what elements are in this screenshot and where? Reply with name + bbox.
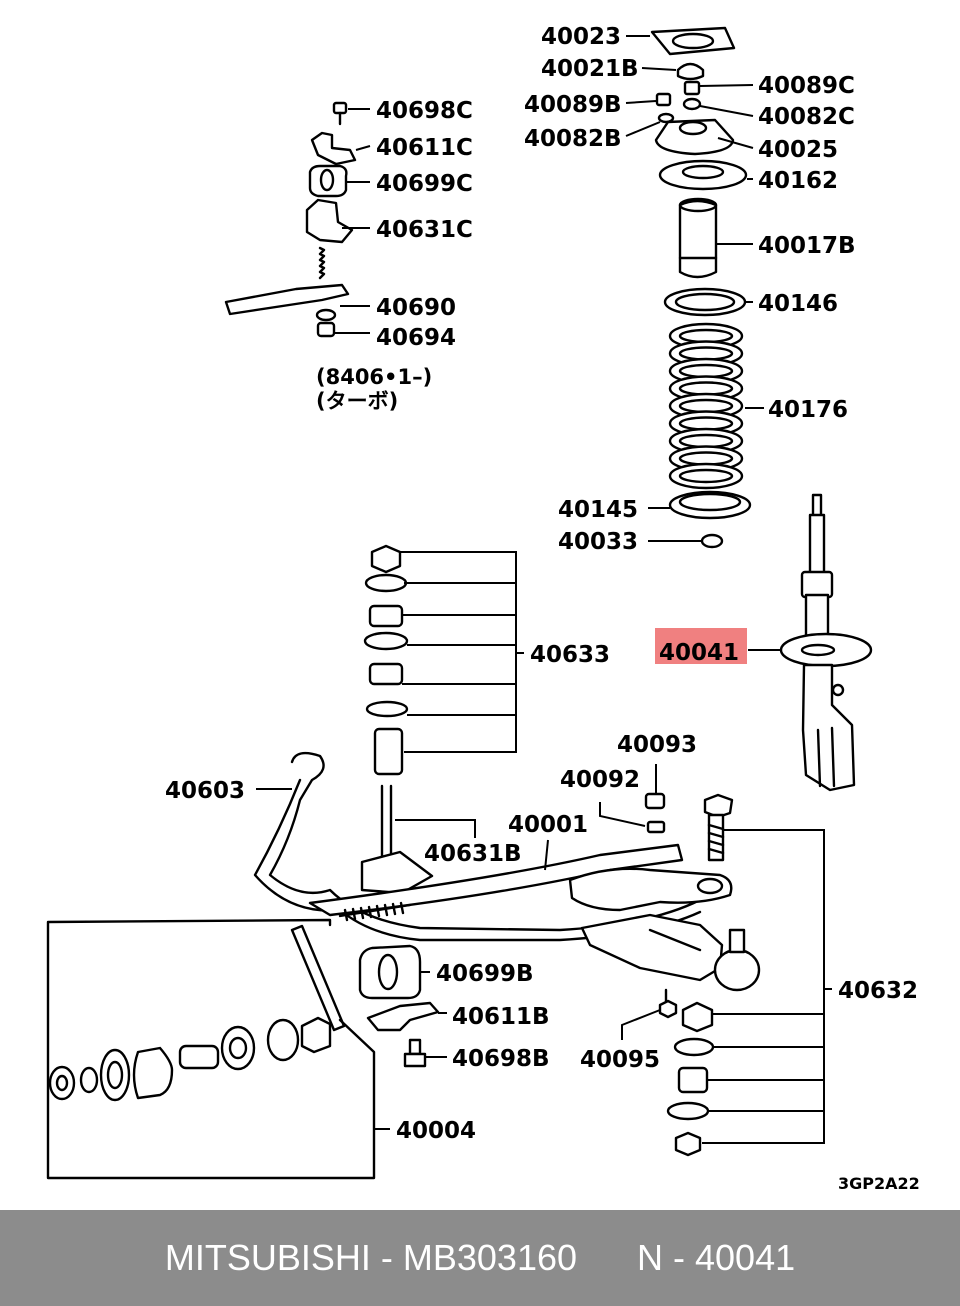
highlight-40041 [655,628,747,664]
label-40092[interactable]: 40092 [560,767,640,793]
label-40611c[interactable]: 40611C [376,135,473,161]
label-40004[interactable]: 40004 [396,1118,476,1144]
nut-40089c [683,80,701,96]
clamp-40611b [366,1001,440,1032]
label-40699b[interactable]: 40699B [436,961,534,987]
strut-top-gasket [650,26,736,56]
label-40093[interactable]: 40093 [617,732,697,758]
label-40694[interactable]: 40694 [376,325,456,351]
crossmember [308,843,733,922]
label-40095[interactable]: 40095 [580,1047,660,1073]
strut-assembly [650,26,752,549]
label-40633[interactable]: 40633 [530,642,610,668]
bushing-stack-40633 [360,544,434,895]
label-40033[interactable]: 40033 [558,529,638,555]
diagram-code: 3GP2A22 [838,1174,920,1193]
coil-spring [668,322,744,490]
lower-arm [580,913,761,992]
label-40025[interactable]: 40025 [758,137,838,163]
label-40162[interactable]: 40162 [758,168,838,194]
dust-cap [676,62,705,81]
label-40146[interactable]: 40146 [758,291,838,317]
bolt-40698b [403,1038,427,1068]
label-40698c[interactable]: 40698C [376,98,473,124]
bump-stopper [700,533,724,549]
turbo-stabilizer-link [224,101,357,338]
spring-coil [668,462,744,490]
label-40631c[interactable]: 40631C [376,217,473,243]
label-40001[interactable]: 40001 [508,812,588,838]
upper-spring-seat [658,159,748,191]
label-40698b[interactable]: 40698B [452,1046,550,1072]
label-40021b[interactable]: 40021B [541,56,639,82]
tension-rod-kit-box [46,918,376,1180]
leader-lines [256,35,832,1144]
label-40082b[interactable]: 40082B [524,126,622,152]
part-number-text: MITSUBISHI - MB303160 N - 40041 [164,1237,796,1278]
label-40176[interactable]: 40176 [768,397,848,423]
label-40082c[interactable]: 40082C [758,104,855,130]
label-40603[interactable]: 40603 [165,778,245,804]
label-40017b[interactable]: 40017B [758,233,856,259]
lower-spring-insulator [668,490,752,520]
label-40089c[interactable]: 40089C [758,73,855,99]
bushing-40699b [358,944,422,1000]
parts-diagram: 40023 40021B 40089C 40089B 40082C 40082B… [46,24,920,1193]
shock-absorber-strut [779,493,873,792]
spring-coil-inner [678,468,734,484]
bump-boot [678,199,718,279]
label-40145[interactable]: 40145 [558,497,638,523]
washer-40092 [646,820,666,834]
part-labels[interactable]: 40023 40021B 40089C 40089B 40082C 40082B… [165,24,920,1193]
label-40690[interactable]: 40690 [376,295,456,321]
label-40632[interactable]: 40632 [838,978,918,1004]
label-40699c[interactable]: 40699C [376,171,473,197]
washer-40082b [657,112,675,124]
label-40023[interactable]: 40023 [541,24,621,50]
date-note: (8406•1–) [316,365,432,389]
nut-40089b [655,92,672,107]
label-40631b[interactable]: 40631B [424,841,522,867]
nut-40093 [644,792,666,810]
bolt-40095 [658,988,678,1019]
washer-40082c [682,97,702,111]
label-40041[interactable]: 40041 [659,640,739,666]
turbo-note: (ターボ) [316,389,398,413]
footer-bar: MITSUBISHI - MB303160 N - 40041 [0,1210,960,1306]
label-40611b[interactable]: 40611B [452,1004,550,1030]
label-40089b[interactable]: 40089B [524,92,622,118]
strut-mount [654,118,735,156]
